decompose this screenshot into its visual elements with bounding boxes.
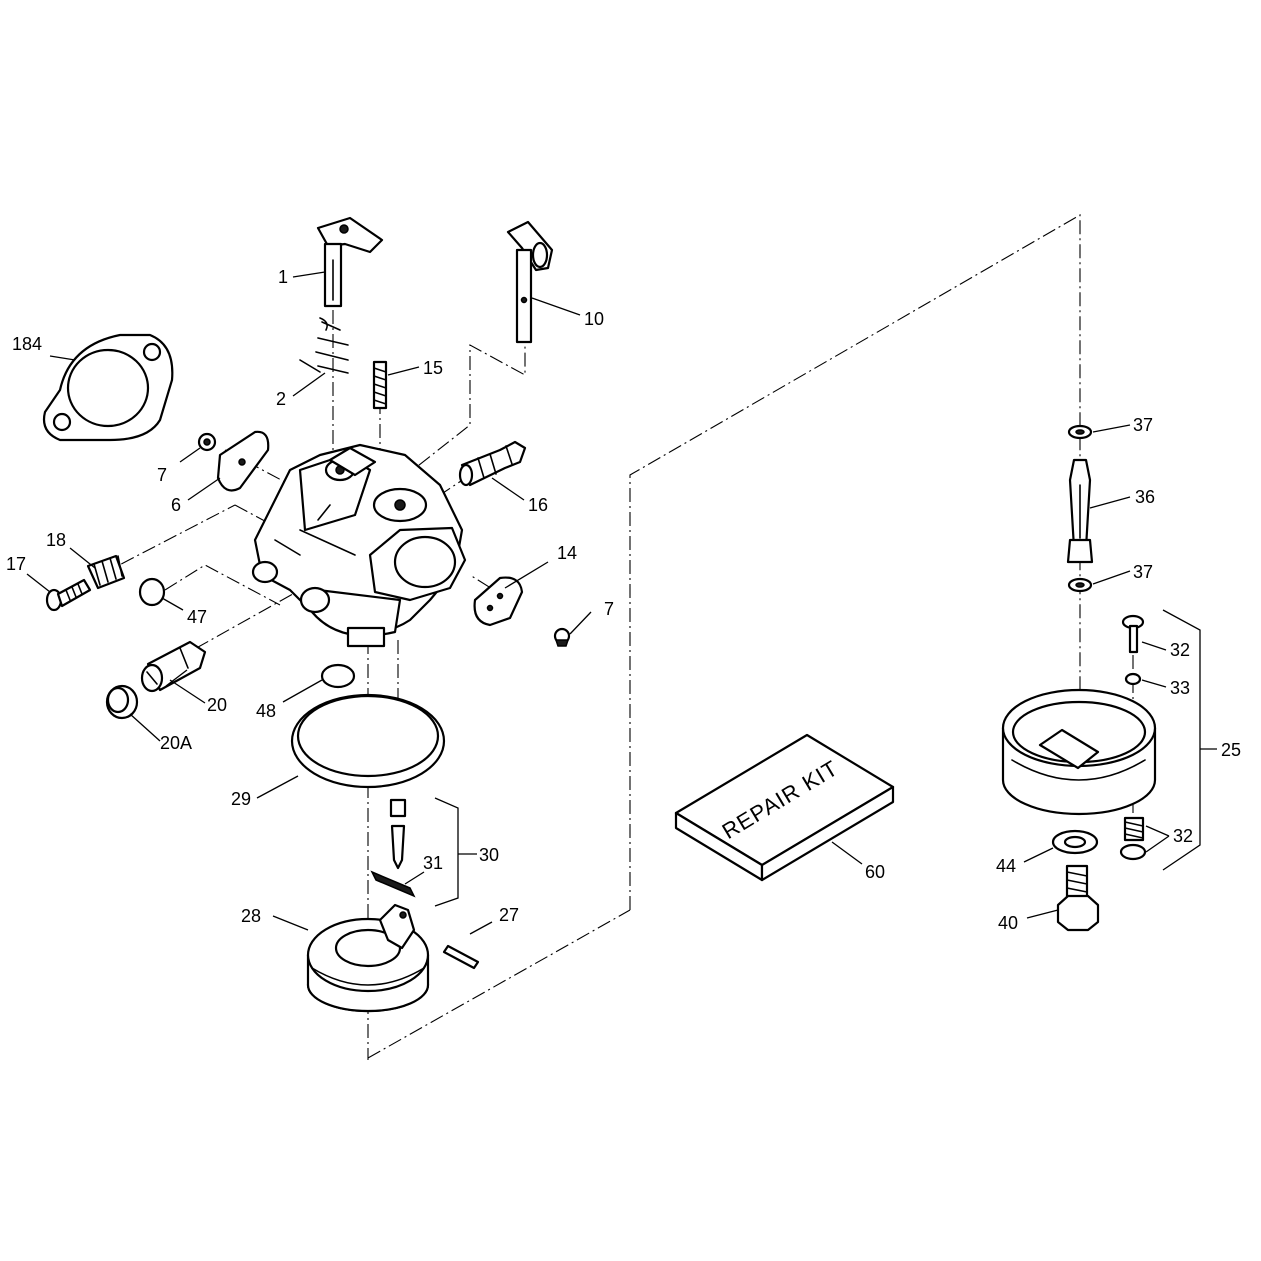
choke-shaft-10 [506,220,554,344]
callout-20A: 20A [160,733,192,753]
callout-1: 1 [278,267,288,287]
screw-7-upper [197,432,217,452]
callout-27: 27 [499,905,519,925]
callout-29: 29 [231,789,251,809]
callout-30: 30 [479,845,499,865]
clip-31 [370,870,416,898]
cap-20A [105,684,139,720]
spring-18 [86,554,126,590]
throttle-plate-6 [216,430,270,492]
inlet-needle-30 [389,798,407,870]
washer-37-upper [1067,424,1093,440]
callout-25: 25 [1221,740,1241,760]
repair-kit-60 [674,733,895,882]
gasket-184 [42,333,174,442]
callout-36: 36 [1135,487,1155,507]
callout-7-upper: 7 [157,465,167,485]
callout-2: 2 [276,389,286,409]
float-bowl-25 [1001,688,1157,816]
cover-14 [473,576,524,627]
o-ring-47 [138,577,166,607]
callout-6: 6 [171,495,181,515]
assembly-dash-lines [99,214,1134,1060]
callout-37-upper: 37 [1133,415,1153,435]
spring-32-lower [1119,816,1147,861]
callout-labels: 1 2 6 7 7 10 14 15 16 17 18 20 20A 25 27… [6,267,1241,933]
pin-27 [442,944,480,970]
carburetor-body [251,443,467,648]
washer-33 [1124,672,1142,686]
o-ring-48 [320,663,356,689]
main-jet-20 [140,640,207,693]
callout-37-lower: 37 [1133,562,1153,582]
spring-15 [372,360,388,410]
callout-15: 15 [423,358,443,378]
throttle-shaft-1 [316,216,384,308]
drain-screw-32-upper [1121,614,1145,654]
bowl-gasket-29 [290,693,446,789]
fuel-fitting-16 [458,440,527,487]
callout-14: 14 [557,543,577,563]
callout-33: 33 [1170,678,1190,698]
callout-16: 16 [528,495,548,515]
callout-48: 48 [256,701,276,721]
callout-184: 184 [12,334,42,354]
screw-7-lower [553,627,571,647]
callout-32-upper: 32 [1170,640,1190,660]
float-28 [306,903,430,1013]
callout-7-lower: 7 [604,599,614,619]
spring-2 [299,317,349,374]
idle-screw-17 [45,578,92,612]
washer-44 [1051,829,1099,855]
callout-44: 44 [996,856,1016,876]
callout-31: 31 [423,853,443,873]
leader-lines [26,271,1217,935]
callout-28: 28 [241,906,261,926]
callout-17: 17 [6,554,26,574]
callout-40: 40 [998,913,1018,933]
callout-32-lower: 32 [1173,826,1193,846]
callout-47: 47 [187,607,207,627]
callout-60: 60 [865,862,885,882]
nozzle-36 [1066,458,1094,564]
bowl-nut-40 [1056,864,1100,932]
callout-10: 10 [584,309,604,329]
callout-20: 20 [207,695,227,715]
washer-37-lower [1067,577,1093,593]
callout-18: 18 [46,530,66,550]
